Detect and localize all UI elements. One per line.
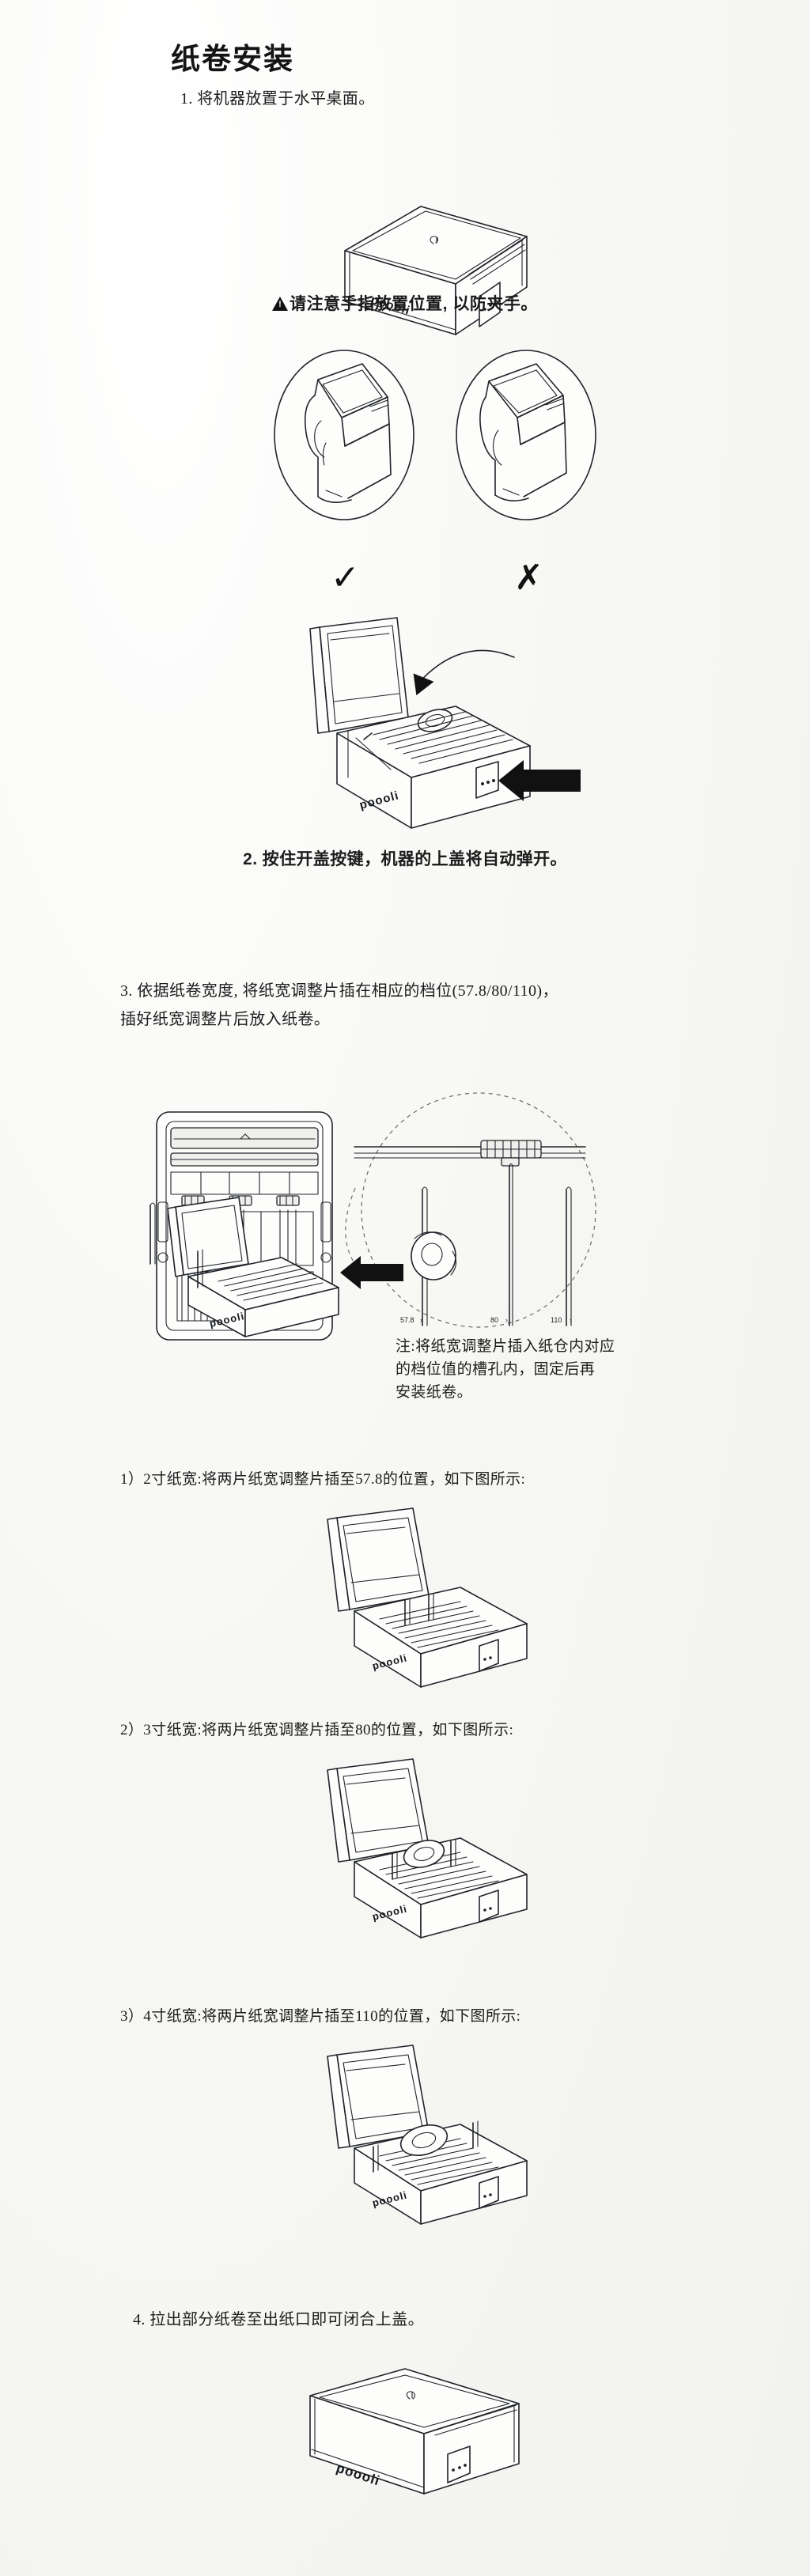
figure-width-110: poooli xyxy=(261,2044,562,2241)
gauge-arrow-110: › xyxy=(570,1316,572,1324)
incorrect-cross-mark: ✗ xyxy=(514,558,543,597)
figure-gauge-callout: 57.8 › 80 › 110 › xyxy=(340,1091,601,1345)
note-text: 注:将纸宽调整片插入纸仓内对应 的档位值的槽孔内，固定后再 安装纸卷。 xyxy=(396,1338,615,1401)
figure-correct-grip xyxy=(269,348,419,522)
correct-check-mark: ✓ xyxy=(331,558,360,597)
figure-open-lid-printer: poooli xyxy=(261,613,593,850)
gauge-label-110: 110 xyxy=(551,1316,562,1324)
figure-closed-printer: poooli xyxy=(301,202,562,352)
step-4-text: 4. 拉出部分纸卷至出纸口即可闭合上盖。 xyxy=(133,2311,424,2328)
figure-incorrect-grip xyxy=(451,348,601,522)
step-1-text: 1. 将机器放置于水平桌面。 xyxy=(180,90,375,108)
gauge-label-80: 80 xyxy=(490,1316,498,1324)
finger-warning: 请注意手指放置位置, 以防夹手。 xyxy=(0,291,810,315)
gauge-label-57: 57.8 xyxy=(400,1316,414,1324)
item-1-text: 1）2寸纸宽:将两片纸宽调整片插至57.8的位置，如下图所示: xyxy=(120,1471,526,1488)
warning-text: 请注意手指放置位置, 以防夹手。 xyxy=(290,295,538,313)
figure-closed-printer-front: poooli xyxy=(237,2361,570,2543)
item-2-text: 2）3寸纸宽:将两片纸宽调整片插至80的位置，如下图所示: xyxy=(120,1722,514,1738)
step-3-text-line2: 插好纸宽调整片后放入纸卷。 xyxy=(120,1011,331,1028)
figure-insert-adjuster: poooli xyxy=(142,1171,554,1345)
figure-width-57: poooli xyxy=(261,1507,562,1704)
step-3-text-line1: 3. 依据纸卷宽度, 将纸宽调整片插在相应的档位(57.8/80/110)， xyxy=(120,982,558,1000)
item-3-text: 3）4寸纸宽:将两片纸宽调整片插至110的位置，如下图所示: xyxy=(120,2008,521,2025)
figure-width-80: poooli xyxy=(261,1757,562,1955)
step-2-text: 2. 按住开盖按键，机器的上盖将自动弹开。 xyxy=(243,850,567,868)
gauge-arrow-57: › xyxy=(420,1316,422,1324)
warning-triangle-icon xyxy=(272,297,289,311)
page-title: 纸卷安装 xyxy=(171,43,294,75)
gauge-arrow-80: › xyxy=(505,1316,508,1324)
